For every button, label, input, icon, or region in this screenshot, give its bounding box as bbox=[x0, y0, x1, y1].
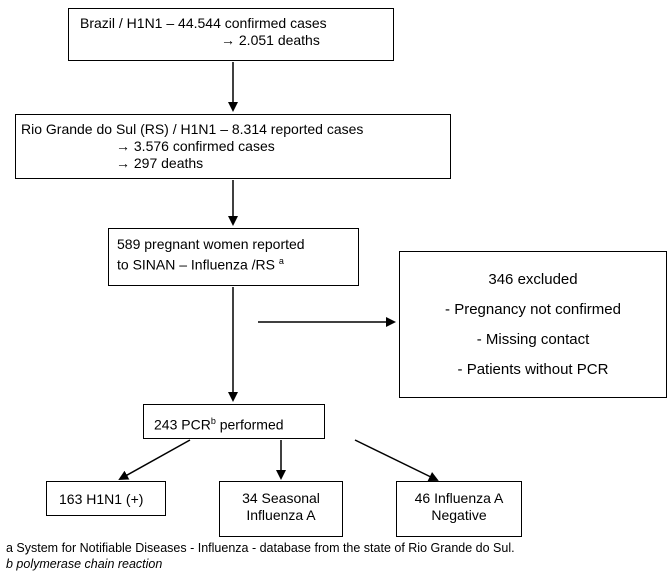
node-h1n1-positive: 163 H1N1 (+) bbox=[46, 481, 166, 516]
node-seasonal-line2: Influenza A bbox=[246, 507, 316, 523]
node-pregnant-line1: 589 pregnant women reported bbox=[117, 236, 305, 252]
node-pcr-label: 243 PCRb performed bbox=[154, 413, 324, 434]
excluded-reason-3: - Patients without PCR bbox=[457, 361, 609, 378]
excluded-title: 346 excluded bbox=[488, 271, 578, 288]
node-rio-grande-do-sul: Rio Grande do Sul (RS) / H1N1 – 8.314 re… bbox=[15, 114, 451, 179]
footnote-b: b polymerase chain reaction bbox=[6, 557, 163, 571]
excluded-reason-1: - Pregnancy not confirmed bbox=[445, 301, 621, 318]
node-rs-line2: → 3.576 confirmed cases bbox=[116, 138, 275, 154]
node-seasonal-influenza: 34 Seasonal Influenza A bbox=[219, 481, 343, 537]
node-influenza-negative: 46 Influenza A Negative bbox=[396, 481, 522, 537]
node-brazil: Brazil / H1N1 – 44.544 confirmed cases →… bbox=[68, 8, 394, 61]
footnote-marker-a: a bbox=[278, 256, 284, 266]
footnote-marker-b: b bbox=[210, 416, 216, 426]
arrow-pcr-to-h1n1 bbox=[118, 439, 191, 480]
node-excluded: 346 excluded - Pregnancy not confirmed -… bbox=[399, 251, 667, 398]
node-negative-line1: 46 Influenza A bbox=[414, 490, 504, 506]
node-pregnant-line2-text: to SINAN – Influenza /RS bbox=[117, 256, 275, 273]
node-h1n1-label: 163 H1N1 (+) bbox=[59, 491, 144, 507]
node-pregnant-women: 589 pregnant women reported to SINAN – I… bbox=[108, 228, 359, 286]
node-pcr-pre: 243 PCR bbox=[154, 416, 211, 433]
node-brazil-line1: Brazil / H1N1 – 44.544 confirmed cases bbox=[80, 15, 327, 31]
node-pregnant-line2: to SINAN – Influenza /RS a bbox=[117, 253, 358, 274]
footnote-a: a System for Notifiable Diseases - Influ… bbox=[6, 541, 515, 555]
arrow-pcr-to-negative bbox=[354, 439, 439, 481]
node-brazil-line2: → 2.051 deaths bbox=[221, 32, 320, 48]
node-negative-line2: Negative bbox=[431, 507, 487, 523]
node-pcr-performed: 243 PCRb performed bbox=[143, 404, 325, 439]
node-rs-line1: Rio Grande do Sul (RS) / H1N1 – 8.314 re… bbox=[21, 121, 364, 137]
node-seasonal-line1: 34 Seasonal bbox=[242, 490, 320, 506]
node-rs-line3: → 297 deaths bbox=[116, 155, 204, 171]
node-pcr-post: performed bbox=[215, 416, 284, 433]
excluded-reason-2: - Missing contact bbox=[476, 331, 590, 348]
